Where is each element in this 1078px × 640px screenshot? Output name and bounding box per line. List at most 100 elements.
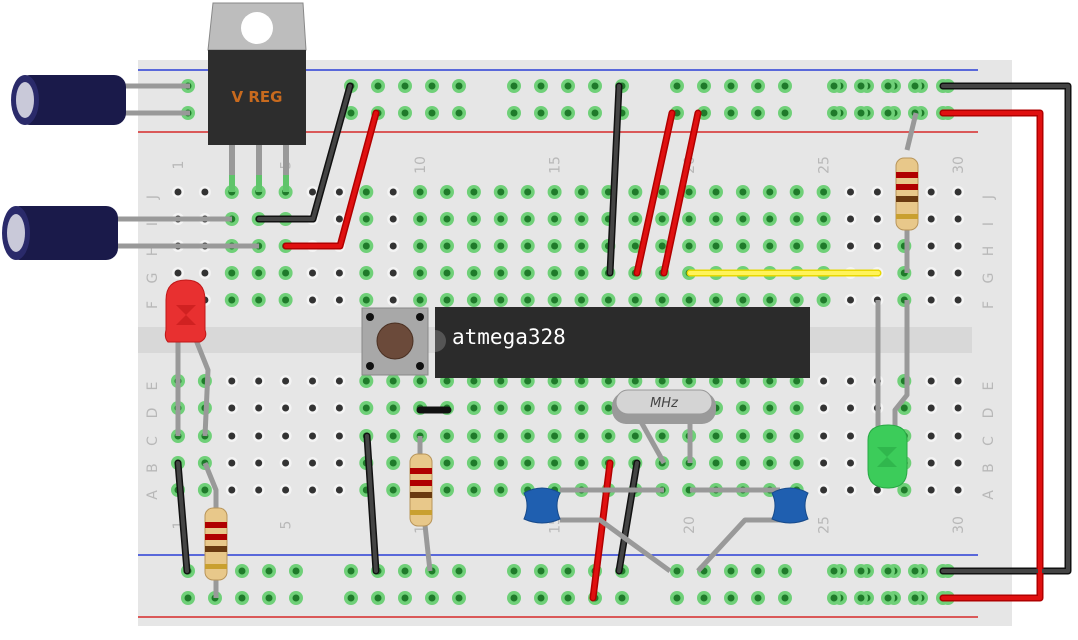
hole-dot: [793, 459, 801, 467]
hole-dot: [781, 82, 789, 90]
hole-dot: [292, 594, 300, 602]
hole-dot: [551, 188, 559, 196]
hole-dot: [470, 215, 478, 223]
hole-dot: [847, 242, 854, 250]
push-button[interactable]: [361, 307, 429, 376]
hole-dot: [564, 567, 572, 575]
hole-dot: [551, 296, 559, 304]
hole-dot: [739, 377, 747, 385]
hole-dot: [954, 242, 962, 250]
hole-dot: [578, 296, 585, 304]
hole-dot: [347, 109, 355, 117]
hole-dot: [510, 567, 518, 575]
hole-dot: [497, 459, 505, 467]
hole-dot: [362, 188, 370, 196]
hole-dot: [847, 459, 854, 467]
hole-dot: [201, 486, 209, 494]
hole-dot: [443, 296, 451, 304]
resistor-top-right: [895, 157, 919, 231]
column-number: 25: [817, 156, 833, 174]
hole-dot: [830, 109, 838, 117]
hole-dot: [524, 269, 532, 277]
column-number: 1: [171, 161, 187, 170]
electrolytic-capacitor-1: [11, 75, 190, 125]
hole-dot: [578, 377, 585, 385]
ceramic-capacitor-1: [523, 487, 561, 524]
hole-dot: [347, 594, 355, 602]
hole-dot: [282, 377, 290, 385]
hole-dot: [847, 215, 854, 223]
hole-dot: [591, 109, 599, 117]
hole-dot: [228, 432, 236, 440]
hole-dot: [700, 594, 708, 602]
hole-dot: [470, 377, 478, 385]
hole-dot: [470, 188, 478, 196]
hole-dot: [335, 296, 343, 304]
hole-dot: [766, 459, 774, 467]
hole-dot: [497, 377, 505, 385]
hole-dot: [911, 567, 919, 575]
row-letter: D: [145, 408, 161, 419]
hole-dot: [524, 242, 532, 250]
ceramic-capacitor-2: [771, 487, 809, 524]
row-letter: A: [981, 490, 997, 500]
hole-dot: [911, 82, 919, 90]
hole-dot: [578, 188, 585, 196]
hole-dot: [524, 377, 532, 385]
hole-dot: [685, 215, 693, 223]
hole-dot: [673, 109, 681, 117]
column-number: 15: [548, 156, 564, 174]
hole-dot: [470, 459, 478, 467]
hole-dot: [900, 404, 908, 412]
crystal-oscillator: MHz: [612, 389, 716, 424]
hole-dot: [847, 432, 854, 440]
hole-dot: [820, 486, 828, 494]
hole-dot: [201, 188, 209, 196]
hole-dot: [389, 188, 397, 196]
hole-dot: [389, 432, 397, 440]
hole-dot: [578, 432, 585, 440]
hole-dot: [389, 486, 397, 494]
hole-dot: [739, 404, 747, 412]
row-letter: A: [145, 490, 161, 500]
hole-dot: [470, 269, 478, 277]
column-number: 30: [951, 156, 967, 174]
hole-dot: [604, 432, 612, 440]
hole-dot: [631, 188, 639, 196]
hole-dot: [954, 432, 962, 440]
hole-dot: [847, 188, 854, 196]
hole-dot: [857, 567, 865, 575]
hole-dot: [727, 594, 735, 602]
hole-dot: [443, 242, 451, 250]
hole-dot: [470, 296, 478, 304]
hole-dot: [857, 594, 865, 602]
hole-dot: [781, 109, 789, 117]
hole-dot: [497, 188, 505, 196]
resistor-reset: [409, 453, 433, 527]
hole-dot: [416, 377, 424, 385]
hole-dot: [309, 188, 316, 196]
hole-dot: [497, 269, 505, 277]
hole-dot: [830, 567, 838, 575]
hole-dot: [884, 82, 892, 90]
hole-dot: [497, 296, 505, 304]
hole-dot: [416, 188, 424, 196]
hole-dot: [604, 296, 612, 304]
electrolytic-capacitor-2: [2, 206, 259, 260]
hole-dot: [739, 188, 747, 196]
row-letter: H: [145, 246, 161, 257]
hole-dot: [389, 269, 397, 277]
hole-dot: [401, 567, 409, 575]
hole-dot: [443, 432, 451, 440]
hole-dot: [820, 215, 828, 223]
atmega328-chip: atmega328: [435, 307, 810, 378]
hole-dot: [604, 377, 612, 385]
regulator-label: V REG: [232, 88, 283, 106]
hole-dot: [873, 486, 881, 494]
hole-dot: [362, 215, 370, 223]
hole-dot: [255, 432, 263, 440]
hole-dot: [389, 377, 397, 385]
hole-dot: [658, 432, 666, 440]
hole-dot: [428, 109, 436, 117]
hole-dot: [443, 269, 451, 277]
